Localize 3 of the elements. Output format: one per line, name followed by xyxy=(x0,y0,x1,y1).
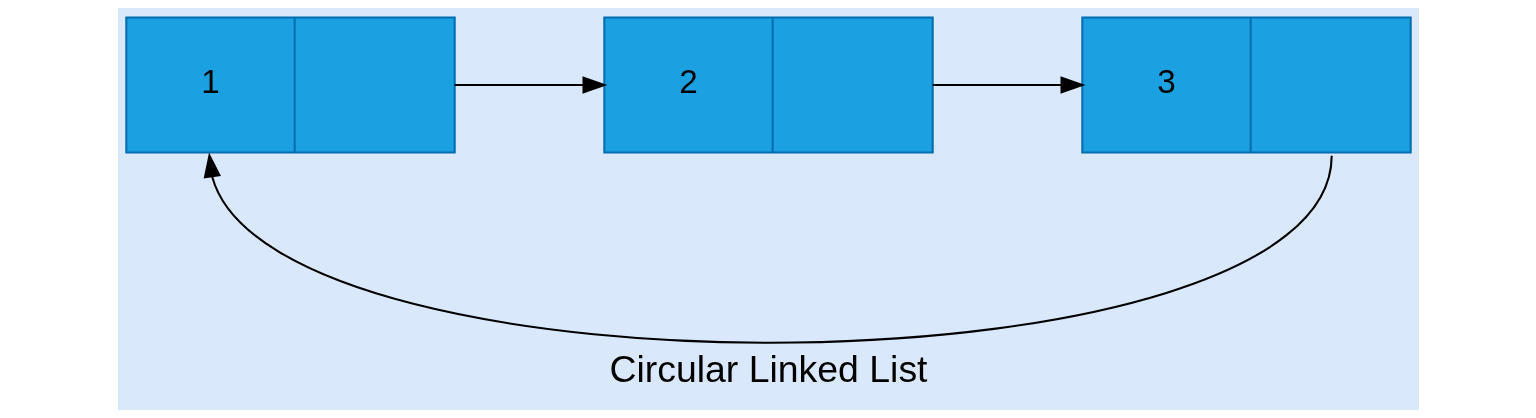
arrow xyxy=(932,76,1085,94)
arrow xyxy=(454,76,607,94)
caption: Circular Linked List xyxy=(609,347,927,390)
